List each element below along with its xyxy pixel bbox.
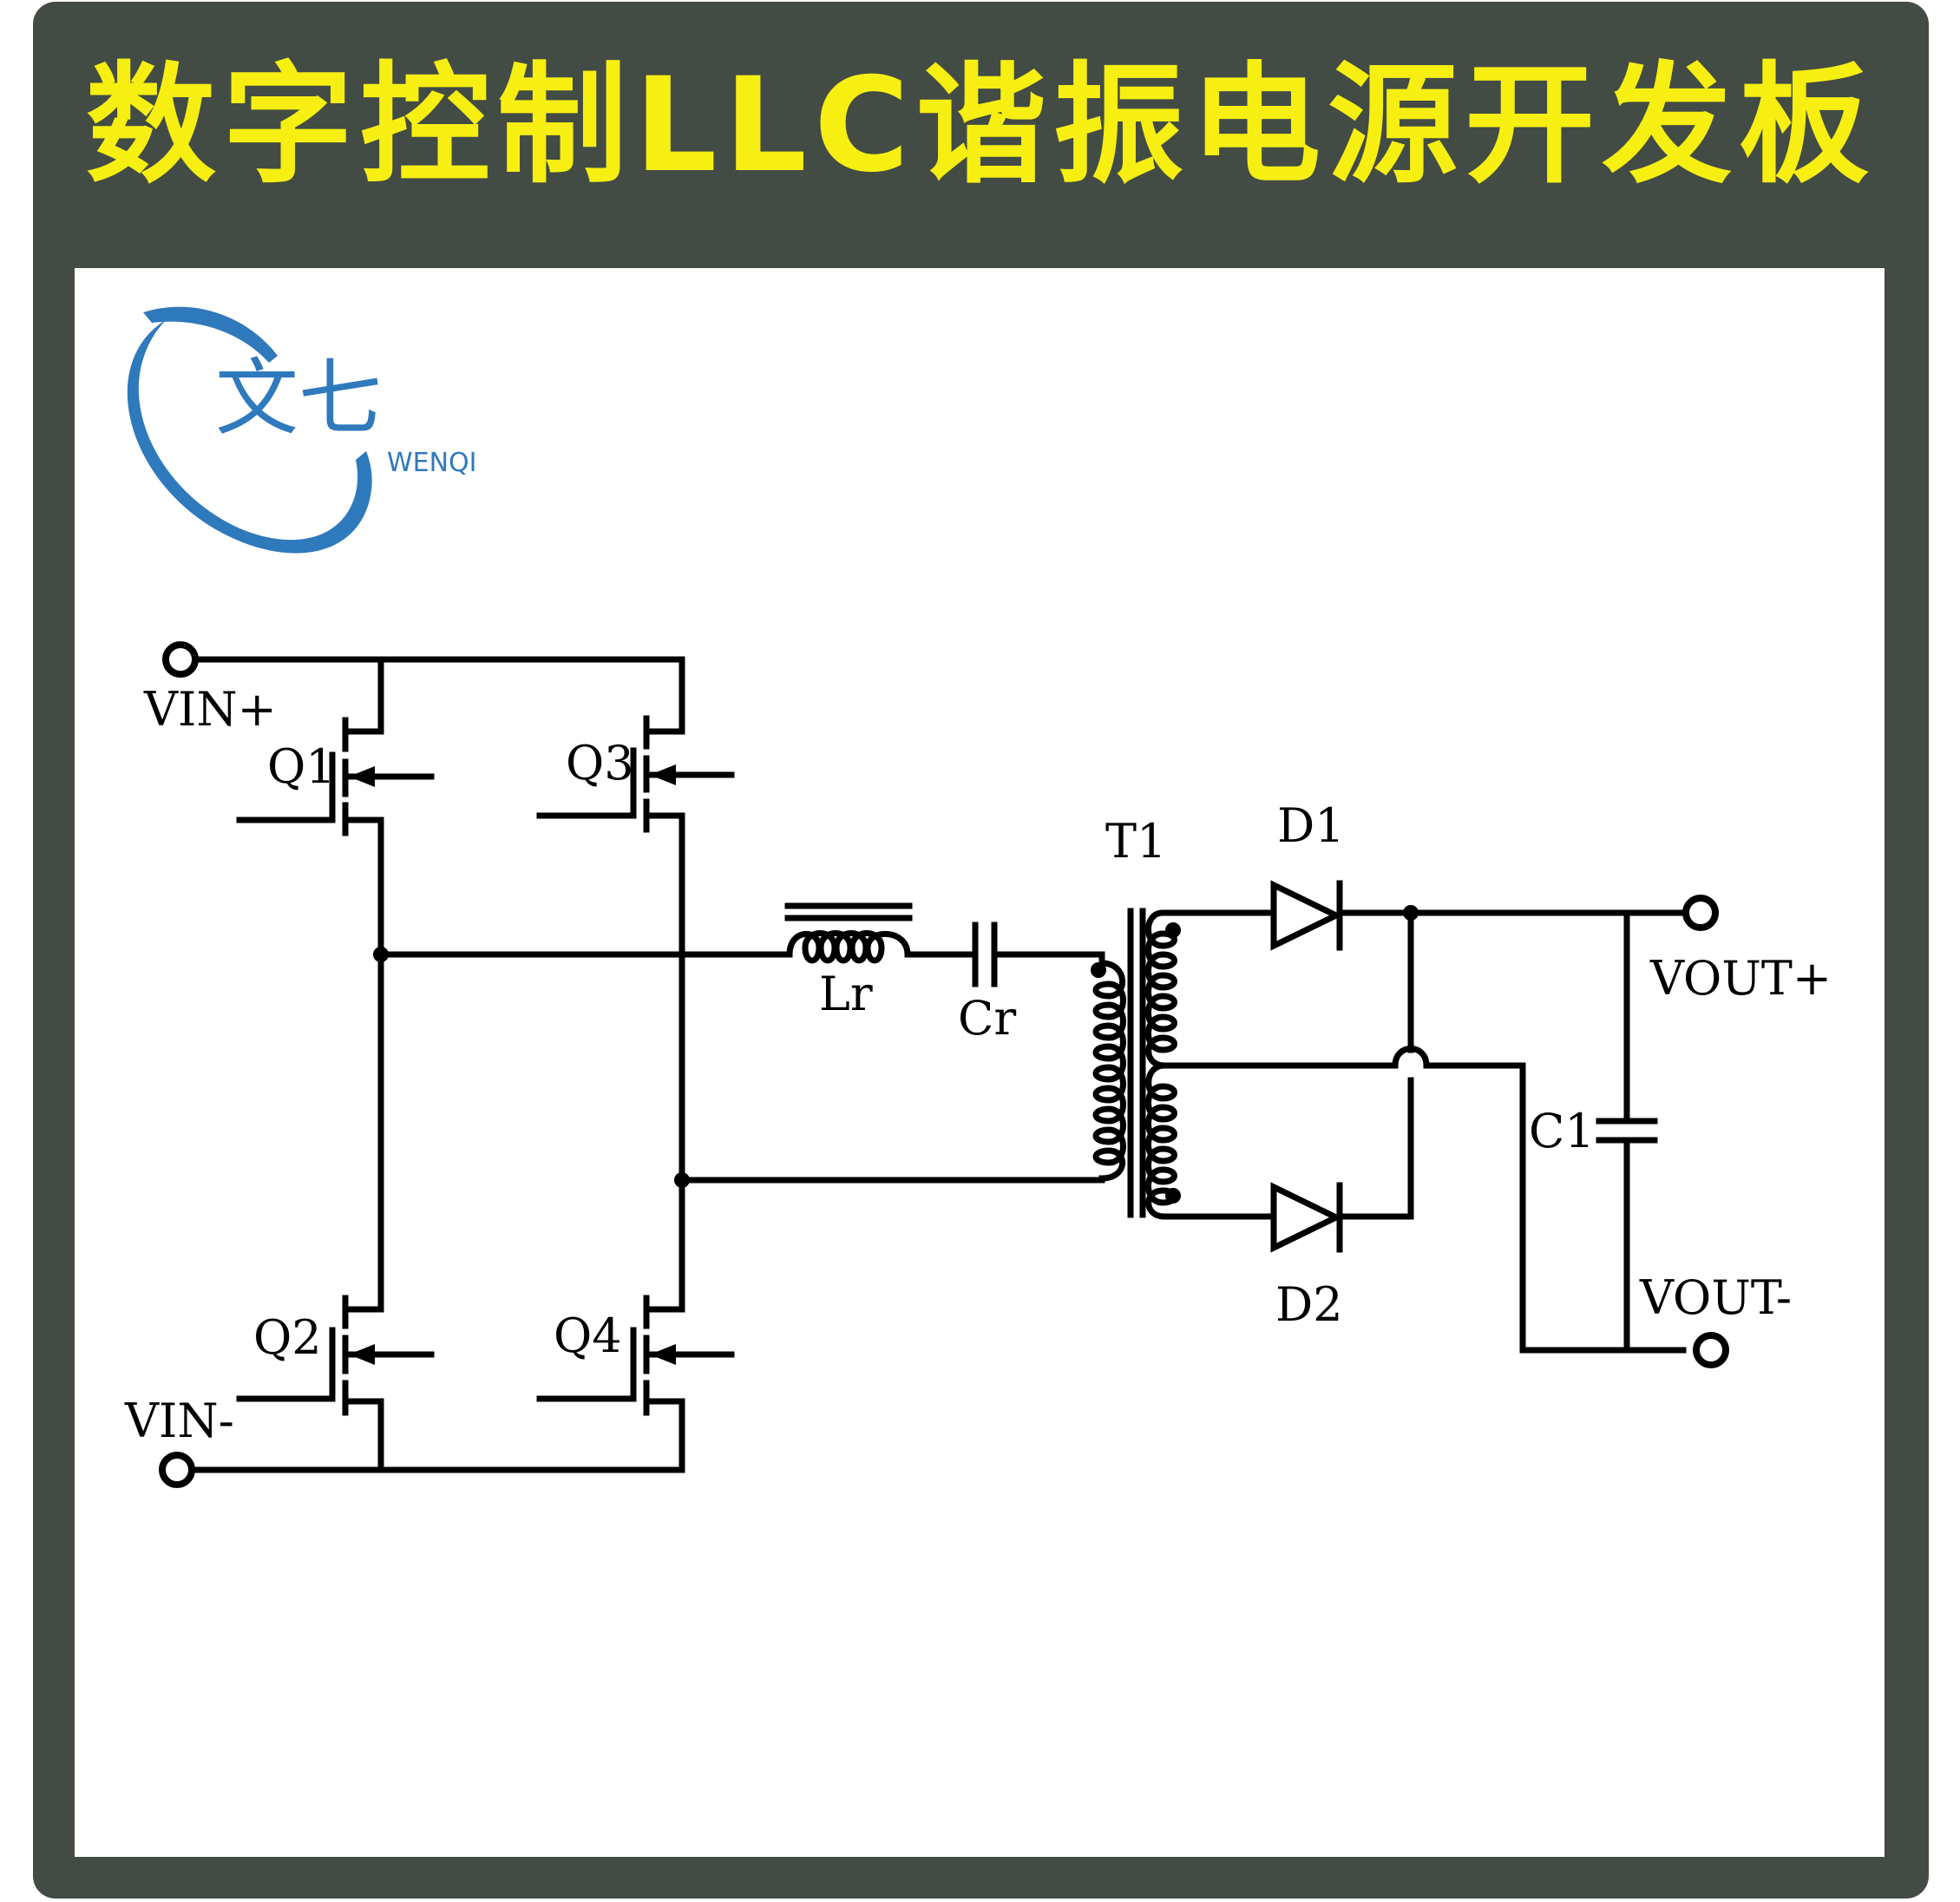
label-q2: Q2 <box>253 1310 322 1365</box>
t1-secondary-upper <box>1145 909 1177 1069</box>
diode-d2-body <box>1270 1182 1344 1253</box>
vout-plus-terminal <box>1682 895 1719 931</box>
label-vin-minus: VIN- <box>124 1394 234 1448</box>
logo-swoosh-outer <box>127 319 372 554</box>
node-vout-plus <box>1403 905 1419 921</box>
left-leg-top <box>342 656 384 735</box>
wenqi-logo: 文七 WENQI <box>127 306 477 554</box>
vout-minus-terminal <box>1693 1332 1729 1368</box>
label-d1: D1 <box>1277 798 1345 853</box>
label-vout-plus: VOUT+ <box>1649 951 1832 1006</box>
output-terminals <box>1682 895 1729 1368</box>
label-t1: T1 <box>1105 814 1166 869</box>
output-capacitor-c1 <box>1596 909 1658 1354</box>
resonant-tank <box>377 902 1105 987</box>
schematic-panel <box>75 268 1885 1857</box>
t1-primary-dot <box>1091 962 1106 978</box>
center-tap-wire-b <box>1423 1062 1687 1354</box>
diode-d1-body <box>1270 880 1344 951</box>
left-leg-bottom <box>342 1398 384 1473</box>
t1-secondary-lower <box>1145 1062 1177 1220</box>
t1-primary-return <box>678 1175 1105 1184</box>
label-cr: Cr <box>958 991 1016 1046</box>
page-title: 数字控制LLC谐振电源开发板 <box>85 50 1877 201</box>
mosfet-q4 <box>536 1295 735 1416</box>
label-d2: D2 <box>1275 1277 1343 1332</box>
right-leg-wires <box>643 728 690 1405</box>
cr-to-t1 <box>991 951 1105 967</box>
q3-arrow <box>650 764 676 785</box>
label-q4: Q4 <box>554 1308 622 1363</box>
q1-arrow <box>349 766 375 787</box>
label-vout-minus: VOUT- <box>1639 1270 1792 1325</box>
vin-minus-rail <box>188 1398 685 1473</box>
mosfet-q3 <box>536 715 735 833</box>
input-rails <box>159 641 685 1488</box>
label-vin-plus: VIN+ <box>143 682 277 737</box>
right-leg-middle <box>643 812 685 1313</box>
t1-primary-winding <box>1092 960 1126 1182</box>
q2-arrow <box>349 1344 375 1365</box>
center-tap-hop <box>1392 1046 1430 1069</box>
label-q1: Q1 <box>267 739 336 794</box>
label-q3: Q3 <box>566 736 634 790</box>
mosfet-q1 <box>236 717 435 836</box>
q4-arrow <box>650 1344 676 1365</box>
logo-english-text: WENQI <box>387 448 477 478</box>
t1-secondary-dot-top <box>1165 922 1181 938</box>
vin-plus-rail <box>193 656 685 735</box>
label-lr: Lr <box>819 967 873 1021</box>
t1-secondary-dot-bottom <box>1165 1188 1181 1204</box>
left-leg-middle <box>342 817 384 1313</box>
transformer-t1 <box>678 908 1181 1220</box>
output-rectifier <box>1161 880 1687 1354</box>
label-c1: C1 <box>1529 1104 1595 1158</box>
logo-swoosh-inner <box>143 306 278 363</box>
component-labels: VIN+ VIN- Q1 Q2 Q3 Q4 Lr Cr T1 D1 D2 C1 … <box>124 682 1832 1448</box>
inductor-lr <box>786 930 911 964</box>
logo-chinese-text: 文七 <box>215 350 382 447</box>
left-leg-wires <box>342 656 389 1473</box>
vin-minus-terminal <box>159 1452 195 1488</box>
mosfet-q2 <box>236 1295 435 1416</box>
vin-plus-terminal <box>162 641 199 678</box>
